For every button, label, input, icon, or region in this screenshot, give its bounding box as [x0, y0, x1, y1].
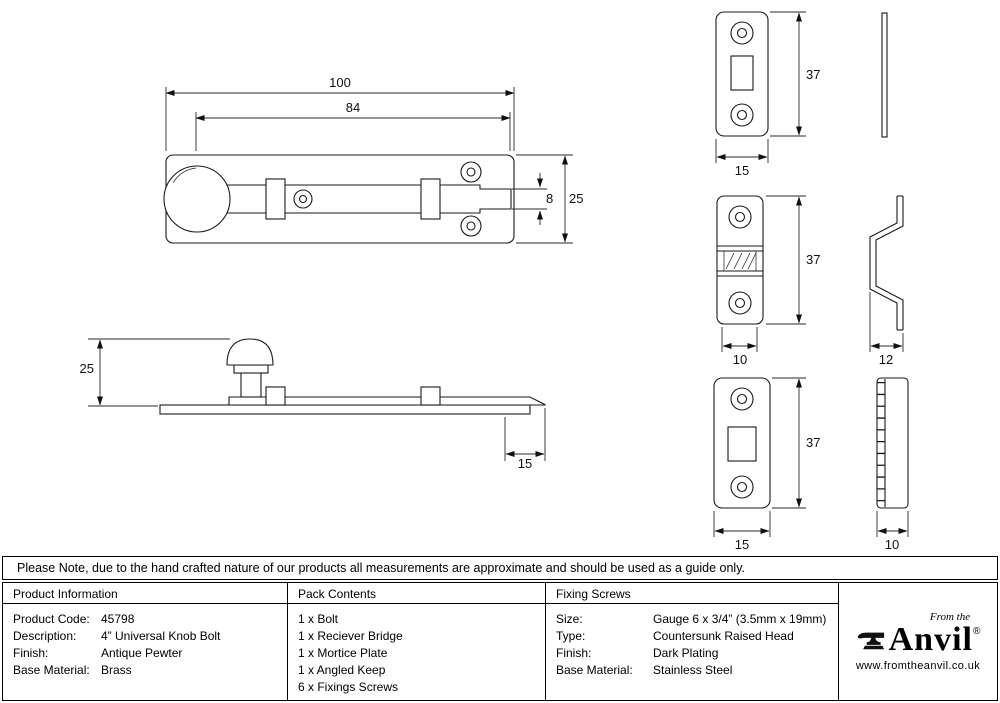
spec-row: Size: Gauge 6 x 3/4” (3.5mm x 19mm): [556, 611, 838, 628]
dim-mortice-height-label: 37: [806, 67, 820, 82]
spec-label: Type:: [556, 629, 586, 643]
pack-contents-header: Pack Contents: [288, 583, 545, 604]
dim-side-height-label: 25: [80, 361, 94, 376]
knob-collar: [233, 364, 269, 374]
note-bar: Please Note, due to the hand crafted nat…: [2, 556, 998, 580]
spec-value: Dark Plating: [653, 646, 719, 660]
screw-hole: [460, 161, 482, 183]
angled-keep-side-view: 10: [876, 377, 909, 552]
registered-mark: ®: [972, 626, 981, 637]
spec-row: Type: Countersunk Raised Head: [556, 628, 838, 645]
spec-label: Product Code:: [13, 612, 90, 626]
spec-row: Base Material: Brass: [13, 662, 287, 679]
keep-aperture: [727, 426, 757, 462]
brand-logo: From the Anvil ® www.fromtheanvil.co.uk: [839, 583, 997, 700]
spec-table: Product Information Product Code: 45798 …: [2, 582, 998, 701]
dim-bridge-width-label: 10: [733, 352, 747, 367]
receiver-bridge: [716, 195, 764, 325]
spec-label: Base Material:: [556, 663, 633, 677]
mortice-plate-front-view: 37 15: [715, 11, 820, 178]
spec-label: Description:: [13, 629, 77, 643]
rod-guide-side: [265, 386, 286, 406]
dim-keep-depth-label: 10: [885, 537, 899, 552]
spec-row: Product Code: 45798: [13, 611, 287, 628]
dim-plate-width-label: 25: [569, 191, 583, 206]
keep-profile-outer: [875, 196, 904, 330]
pack-item: 1 x Mortice Plate: [298, 646, 388, 660]
spec-label: Size:: [556, 612, 583, 626]
technical-drawing: 100 84 8 25: [80, 11, 909, 552]
angled-keep-profile-view: 12: [869, 195, 904, 367]
pack-item: 1 x Bolt: [298, 612, 339, 626]
spec-value: Countersunk Raised Head: [653, 629, 794, 643]
knob-dome: [226, 338, 274, 366]
mortice-plate: [715, 11, 769, 137]
knob-stem: [240, 371, 262, 398]
side-view: 25 15: [80, 338, 546, 471]
logo-brand-text: Anvil: [888, 621, 973, 658]
keep-profile-inner: [869, 196, 898, 330]
plan-view: 100 84 8 25: [163, 75, 583, 244]
fixing-screws-column: Fixing Screws Size: Gauge 6 x 3/4” (3.5m…: [546, 583, 839, 700]
rod-screw: [293, 189, 313, 209]
spec-value: Brass: [101, 663, 132, 677]
angled-keep: [713, 377, 771, 509]
fixing-screws-header: Fixing Screws: [546, 583, 838, 604]
spec-value: Antique Pewter: [101, 646, 183, 660]
pack-item: 1 x Reciever Bridge: [298, 629, 403, 643]
spec-value: 4” Universal Knob Bolt: [101, 629, 221, 643]
mortice-plate-edge-view: [881, 12, 888, 138]
dim-bolt-width-label: 8: [546, 191, 553, 206]
spec-row: Finish: Antique Pewter: [13, 645, 287, 662]
dim-keep-width-label: 15: [735, 537, 749, 552]
angled-keep-front-view: 37 15: [713, 377, 820, 552]
dim-mortice-width-label: 15: [735, 163, 749, 178]
pack-item: 1 x Angled Keep: [298, 663, 386, 677]
dim-throw-label: 15: [518, 456, 532, 471]
spec-value: Stainless Steel: [653, 663, 733, 677]
spec-label: Base Material:: [13, 663, 90, 677]
rod-side: [228, 396, 546, 406]
logo-from-the: From the: [929, 611, 971, 623]
spec-row: Description: 4” Universal Knob Bolt: [13, 628, 287, 645]
spec-row: Finish: Dark Plating: [556, 645, 838, 662]
plate-side: [159, 404, 531, 415]
spec-value: 45798: [101, 612, 135, 626]
note-text: Please Note, due to the hand crafted nat…: [17, 561, 746, 575]
pack-contents-column: Pack Contents 1 x Bolt 1 x Reciever Brid…: [288, 583, 546, 700]
mortice-slot: [730, 55, 754, 91]
dim-bridge-height-label: 37: [806, 252, 820, 267]
product-info-header: Product Information: [3, 583, 287, 604]
spec-label: Finish:: [13, 646, 49, 660]
dim-bolt-length-label: 84: [346, 100, 360, 115]
dim-keep-height-label: 37: [806, 435, 820, 450]
product-info-column: Product Information Product Code: 45798 …: [3, 583, 288, 700]
spec-label: Finish:: [556, 646, 592, 660]
dim-overall-length-label: 100: [329, 75, 351, 90]
rod-guide: [265, 178, 286, 220]
receiver-bridge-front-view: 37 10: [716, 195, 820, 367]
knob: [163, 165, 231, 233]
anvil-icon: [857, 632, 884, 649]
spec-value: Gauge 6 x 3/4” (3.5mm x 19mm): [653, 612, 827, 626]
logo-url: www.fromtheanvil.co.uk: [855, 660, 981, 672]
rod-guide-side: [420, 386, 441, 406]
spec-row: Base Material: Stainless Steel: [556, 662, 838, 679]
screw-hole: [460, 215, 482, 237]
dim-keep-profile-width-label: 12: [879, 352, 893, 367]
rod-guide: [420, 178, 441, 220]
pack-item: 6 x Fixings Screws: [298, 680, 399, 694]
